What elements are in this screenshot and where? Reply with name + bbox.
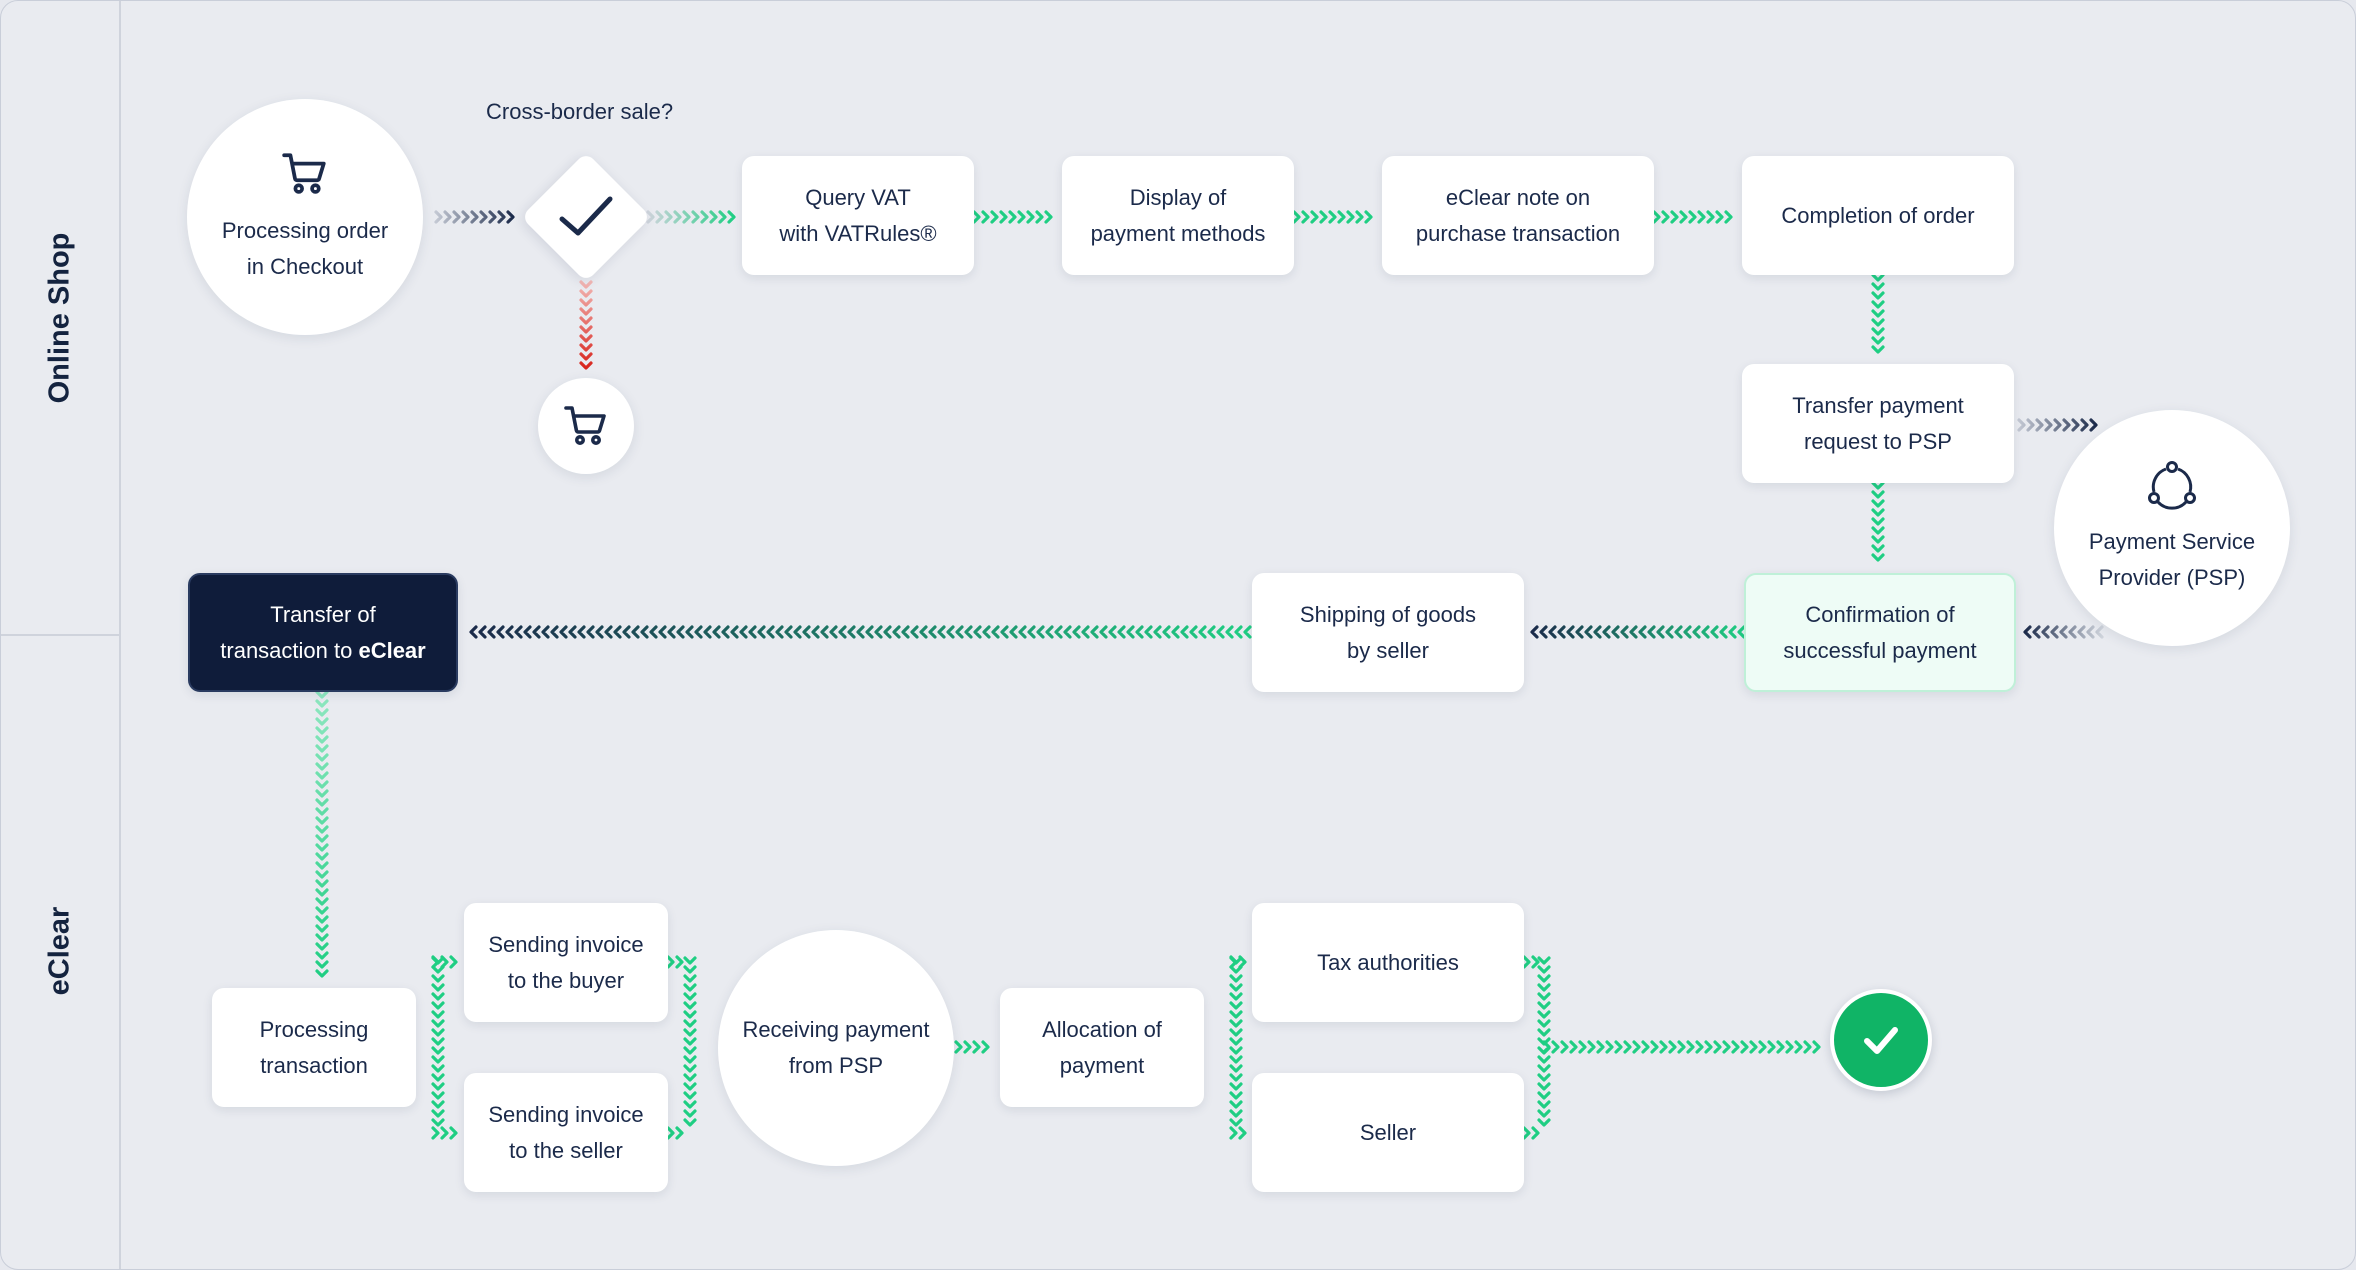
cart-icon <box>282 153 326 194</box>
bracket-processing-vertical-chevrons <box>431 956 445 1127</box>
arrow-from-seller <box>1522 1126 1540 1140</box>
node-transfer-to-eclear: Transfer of transaction to eClear <box>188 573 458 692</box>
node-query-vat: Query VAT with VATRules® <box>742 156 974 275</box>
arrow-to-tax <box>1229 955 1247 969</box>
arrow-receiving-to-allocation-chevrons <box>954 1040 990 1054</box>
arrow-query-vat-to-display-chevrons <box>972 210 1053 224</box>
arrow-to-invoice-seller-chevrons <box>431 1126 458 1140</box>
node-label: Processing order in Checkout <box>221 218 389 279</box>
arrow-completion-to-transfer-chevrons <box>1871 273 1885 354</box>
node-psp: Payment Service Provider (PSP) <box>2054 410 2290 646</box>
node-receiving-payment: Receiving payment from PSP <box>718 930 954 1166</box>
node-label: Receiving payment from PSP <box>742 1017 930 1078</box>
checkmark-icon <box>559 196 613 236</box>
node-label: Payment Service Provider (PSP) <box>2088 529 2256 590</box>
node-processing-order-checkout: Processing order in Checkout <box>187 99 423 335</box>
arrow-confirmation-to-shipping <box>1530 625 1746 639</box>
success-checkmark <box>1864 1027 1898 1054</box>
swimlane-labels: Online Shop eClear <box>1 1 121 1269</box>
arrow-transfer-to-psp <box>2017 418 2098 432</box>
arrow-completion-to-transfer <box>1871 273 1885 354</box>
arrow-decision-to-query-vat <box>646 210 736 224</box>
bracket-invoices-vertical-chevrons <box>683 956 697 1127</box>
arrow-checkout-to-decision <box>434 210 515 224</box>
arrow-to-seller-chevrons <box>1229 1126 1247 1140</box>
arrow-shipping-to-eclear-chevrons <box>469 625 1252 639</box>
node-completion-of-order: Completion of order <box>1742 156 2014 275</box>
node-display-payment-methods: Display of payment methods <box>1062 156 1294 275</box>
cart-icon <box>564 406 606 445</box>
arrow-checkout-to-decision-chevrons <box>434 210 515 224</box>
bracket-processing-vertical <box>431 956 445 1127</box>
check-circle-icon <box>1830 989 1932 1091</box>
arrow-to-tax-chevrons <box>1229 955 1247 969</box>
arrow-from-tax <box>1522 955 1540 969</box>
node-label: Transfer of transaction to eClear <box>220 597 425 669</box>
node-label-part: Transfer of transaction to <box>220 601 376 663</box>
arrow-from-invoice-buyer-chevrons <box>666 955 684 969</box>
node-abandon-cart <box>538 378 634 474</box>
arrow-eclear-note-to-completion <box>1652 210 1733 224</box>
arrow-to-seller <box>1229 1126 1247 1140</box>
lane-divider <box>1 634 119 636</box>
arrow-from-tax-chevrons <box>1522 955 1540 969</box>
node-shipping-of-goods: Shipping of goods by seller <box>1252 573 1524 692</box>
arrow-eclear-to-processing <box>315 690 329 978</box>
node-seller: Seller <box>1252 1073 1524 1192</box>
arrow-from-invoice-seller-chevrons <box>666 1126 684 1140</box>
arrow-eclear-note-to-completion-chevrons <box>1652 210 1733 224</box>
arrow-to-invoice-seller <box>431 1126 458 1140</box>
arrow-shipping-to-eclear <box>469 625 1252 639</box>
arrow-to-success-chevrons <box>1542 1040 1821 1054</box>
arrow-psp-to-confirmation <box>2023 625 2104 639</box>
arrow-to-invoice-buyer <box>431 955 458 969</box>
arrow-to-invoice-buyer-chevrons <box>431 955 458 969</box>
arrow-from-invoice-seller <box>666 1126 684 1140</box>
node-confirmation-of-payment: Confirmation of successful payment <box>1744 573 2016 692</box>
psp-cycle-icon <box>2148 461 2196 510</box>
bracket-invoices-vertical <box>683 956 697 1127</box>
bracket-allocation-vertical-chevrons <box>1229 956 1243 1127</box>
arrow-from-seller-chevrons <box>1522 1126 1540 1140</box>
bracket-allocation-vertical <box>1229 956 1243 1127</box>
node-processing-transaction: Processing transaction <box>212 988 416 1107</box>
arrow-transfer-to-psp-chevrons <box>2017 418 2098 432</box>
arrow-transfer-to-confirmation <box>1871 481 1885 562</box>
arrow-decision-to-abandon <box>579 280 593 370</box>
arrow-transfer-to-confirmation-chevrons <box>1871 481 1885 562</box>
node-label-emphasis: eClear <box>358 637 426 663</box>
decision-label: Cross-border sale? <box>486 99 674 124</box>
arrow-from-invoice-buyer <box>666 955 684 969</box>
node-eclear-note: eClear note on purchase transaction <box>1382 156 1654 275</box>
node-allocation-of-payment: Allocation of payment <box>1000 988 1204 1107</box>
arrow-decision-to-query-vat-chevrons <box>646 210 736 224</box>
node-sending-invoice-buyer: Sending invoice to the buyer <box>464 903 668 1022</box>
arrow-eclear-to-processing-chevrons <box>315 690 329 978</box>
arrow-query-vat-to-display <box>972 210 1053 224</box>
node-tax-authorities: Tax authorities <box>1252 903 1524 1022</box>
node-sending-invoice-seller: Sending invoice to the seller <box>464 1073 668 1192</box>
arrow-to-success <box>1542 1040 1821 1054</box>
arrow-receiving-to-allocation <box>954 1040 990 1054</box>
arrow-psp-to-confirmation-chevrons <box>2023 625 2104 639</box>
arrow-display-to-eclear-note-chevrons <box>1292 210 1373 224</box>
arrow-confirmation-to-shipping-chevrons <box>1530 625 1746 639</box>
node-transfer-payment-request: Transfer payment request to PSP <box>1742 364 2014 483</box>
arrow-display-to-eclear-note <box>1292 210 1373 224</box>
arrow-decision-to-abandon-chevrons <box>579 280 593 370</box>
